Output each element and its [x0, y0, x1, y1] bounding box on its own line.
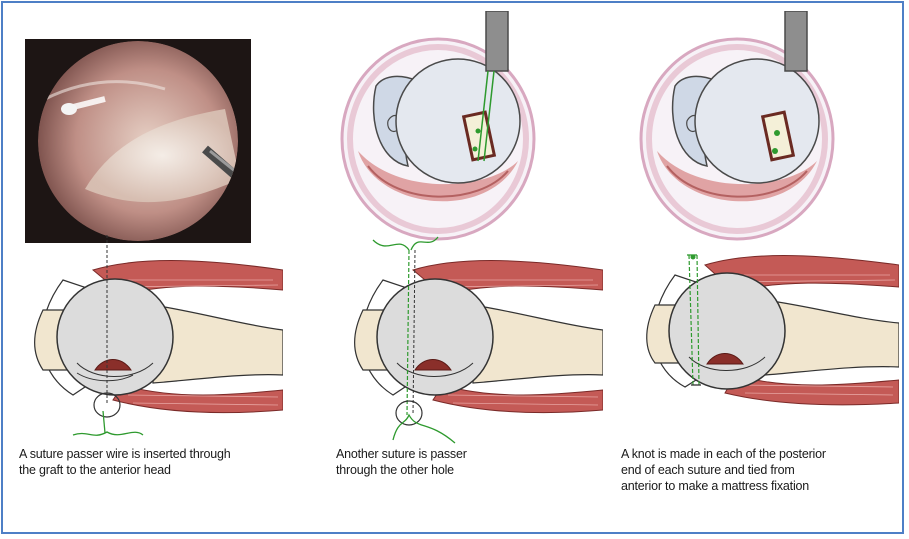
caption-line: A knot is made in each of the posterior	[621, 446, 826, 462]
glenoid-illustration-2	[637, 11, 837, 243]
glenoid-illustration-1	[338, 11, 538, 243]
caption-line: A suture passer wire is inserted through	[19, 446, 231, 462]
caption-line: anterior to make a mattress fixation	[621, 478, 826, 494]
humerus-cross-section-1	[33, 235, 283, 445]
caption-line: the graft to the anterior head	[19, 462, 231, 478]
humerus-cross-section-3	[635, 235, 899, 445]
caption-line: Another suture is passer	[336, 446, 467, 462]
arthroscopic-photo	[25, 39, 251, 243]
humerus-cross-section-2	[333, 235, 603, 445]
caption-panel-1: A suture passer wire is inserted through…	[19, 446, 231, 478]
caption-line: end of each suture and tied from	[621, 462, 826, 478]
caption-panel-2: Another suture is passer through the oth…	[336, 446, 467, 478]
caption-line: through the other hole	[336, 462, 467, 478]
caption-panel-3: A knot is made in each of the posterior …	[621, 446, 826, 494]
